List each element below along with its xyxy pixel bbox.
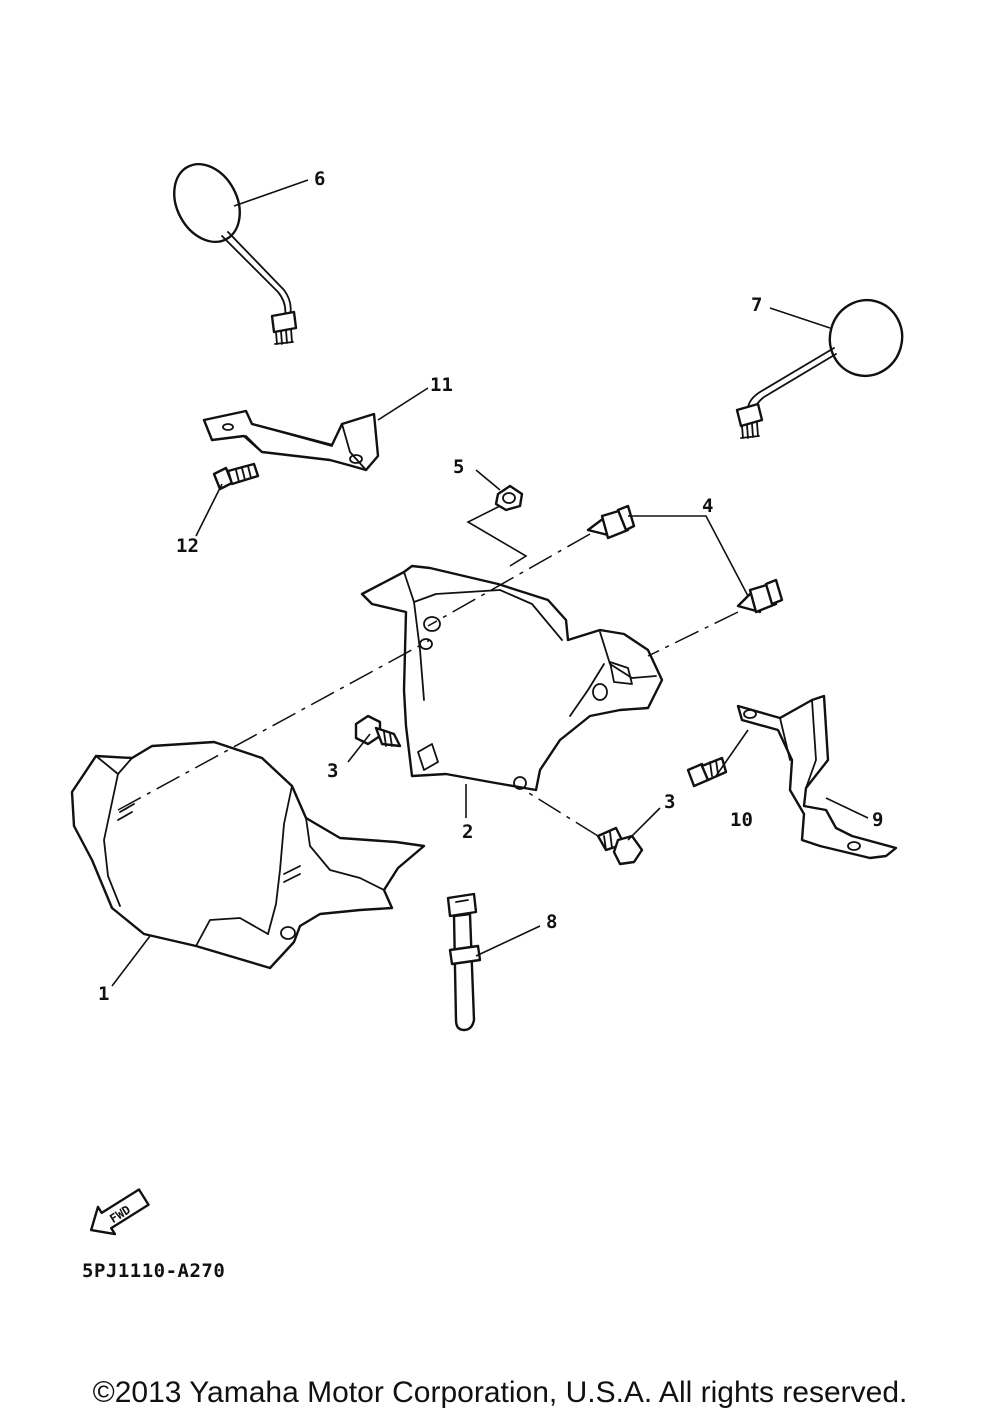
part-2-handlebar-rear-cover[interactable]: [360, 564, 664, 792]
part-12-screw[interactable]: [212, 462, 260, 491]
leader-8: [475, 925, 541, 957]
part-9-right-bracket[interactable]: [736, 694, 898, 860]
callout-3-left[interactable]: 3: [327, 760, 338, 782]
part-1-handlebar-front-cover[interactable]: [70, 740, 426, 970]
callout-1[interactable]: 1: [98, 983, 109, 1005]
leader-11: [377, 387, 429, 421]
part-6-left-mirror[interactable]: [161, 153, 298, 345]
leader-10: [715, 729, 749, 777]
leader-6: [233, 179, 309, 207]
leader-part-5-assembly: [466, 505, 528, 567]
leader-4: [628, 515, 749, 597]
part-11-left-bracket[interactable]: [202, 409, 380, 472]
callout-11[interactable]: 11: [430, 374, 453, 396]
callout-5[interactable]: 5: [453, 456, 464, 478]
leader-3-right: [627, 807, 661, 841]
centerline-lower-screw: [647, 611, 739, 657]
part-4-screw-upper[interactable]: [586, 504, 636, 540]
part-4-screw-lower[interactable]: [736, 578, 784, 614]
leader-12: [195, 483, 223, 537]
centerline-upper-screw: [427, 533, 591, 627]
part-8-cable-tie[interactable]: [446, 892, 482, 1032]
leader-1: [111, 935, 151, 987]
callout-8[interactable]: 8: [546, 911, 557, 933]
part-3-bolt-left[interactable]: [354, 714, 402, 748]
callout-6[interactable]: 6: [314, 168, 325, 190]
part-5-nut[interactable]: [494, 484, 524, 512]
part-7-right-mirror[interactable]: [735, 292, 911, 439]
part-10-screw[interactable]: [686, 756, 728, 788]
copyright-notice: ©2013 Yamaha Motor Corporation, U.S.A. A…: [92, 1376, 908, 1409]
leader-3-left: [347, 733, 371, 763]
diagram-code: 5PJ1110-A270: [82, 1260, 226, 1282]
callout-10[interactable]: 10: [730, 809, 753, 831]
leader-7: [769, 307, 831, 329]
leader-5: [475, 469, 501, 491]
callout-12[interactable]: 12: [176, 535, 199, 557]
callout-2[interactable]: 2: [462, 821, 473, 843]
callout-9[interactable]: 9: [872, 809, 883, 831]
fwd-arrow-icon: FWD: [89, 1188, 150, 1236]
centerline-front-cover: [117, 639, 431, 811]
callout-7[interactable]: 7: [751, 294, 762, 316]
callout-3-right[interactable]: 3: [664, 791, 675, 813]
callout-4[interactable]: 4: [702, 495, 713, 517]
centerline-bolt-right: [523, 789, 599, 837]
leader-9: [825, 797, 869, 819]
